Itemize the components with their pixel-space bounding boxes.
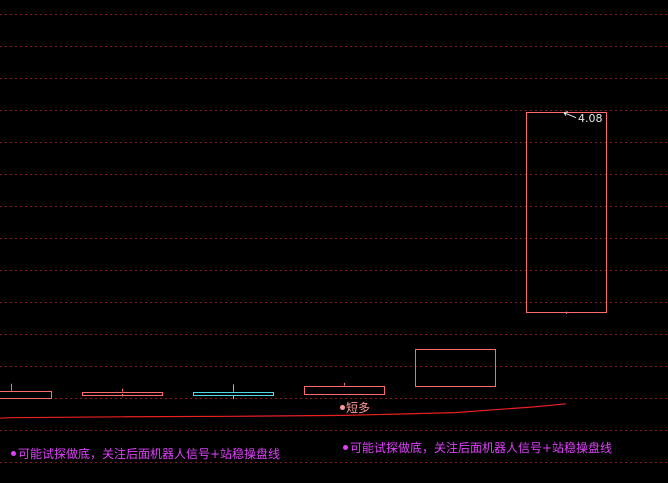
- candle-body: [193, 392, 274, 396]
- candle-body: [82, 392, 163, 396]
- trend-curve: [0, 403, 567, 419]
- candle-body: [415, 349, 496, 387]
- candle-body: [304, 386, 385, 395]
- note-dot-icon: [11, 451, 16, 456]
- short-long-signal: 短多: [340, 401, 370, 415]
- high-price-label: 4.08: [578, 111, 603, 125]
- candle-layer: [0, 112, 607, 400]
- high-pointer-layer: [563, 111, 577, 119]
- signal-dot-icon: [340, 404, 345, 410]
- trend-curve-layer: [0, 403, 567, 419]
- signal-note-right: 可能试探做底，关注后面机器人信号+站稳操盘线: [343, 441, 612, 455]
- high-pointer-arrow: [563, 111, 577, 119]
- candle-body: [0, 391, 52, 399]
- candle: [193, 384, 274, 400]
- signal-note-text: 可能试探做底，关注后面机器人信号+站稳操盘线: [18, 447, 281, 461]
- candle: [415, 349, 496, 387]
- note-dot-icon: [343, 445, 348, 450]
- signal-marker-text: 短多: [346, 400, 371, 415]
- candle: [304, 382, 385, 395]
- signal-note-text: 可能试探做底，关注后面机器人信号+站稳操盘线: [350, 441, 613, 455]
- signal-note-left: 可能试探做底，关注后面机器人信号+站稳操盘线: [11, 447, 280, 461]
- high-price-value: 4.08: [578, 111, 603, 125]
- grid-lines: [0, 14, 668, 463]
- candle: [82, 388, 163, 397]
- candle: [0, 383, 52, 399]
